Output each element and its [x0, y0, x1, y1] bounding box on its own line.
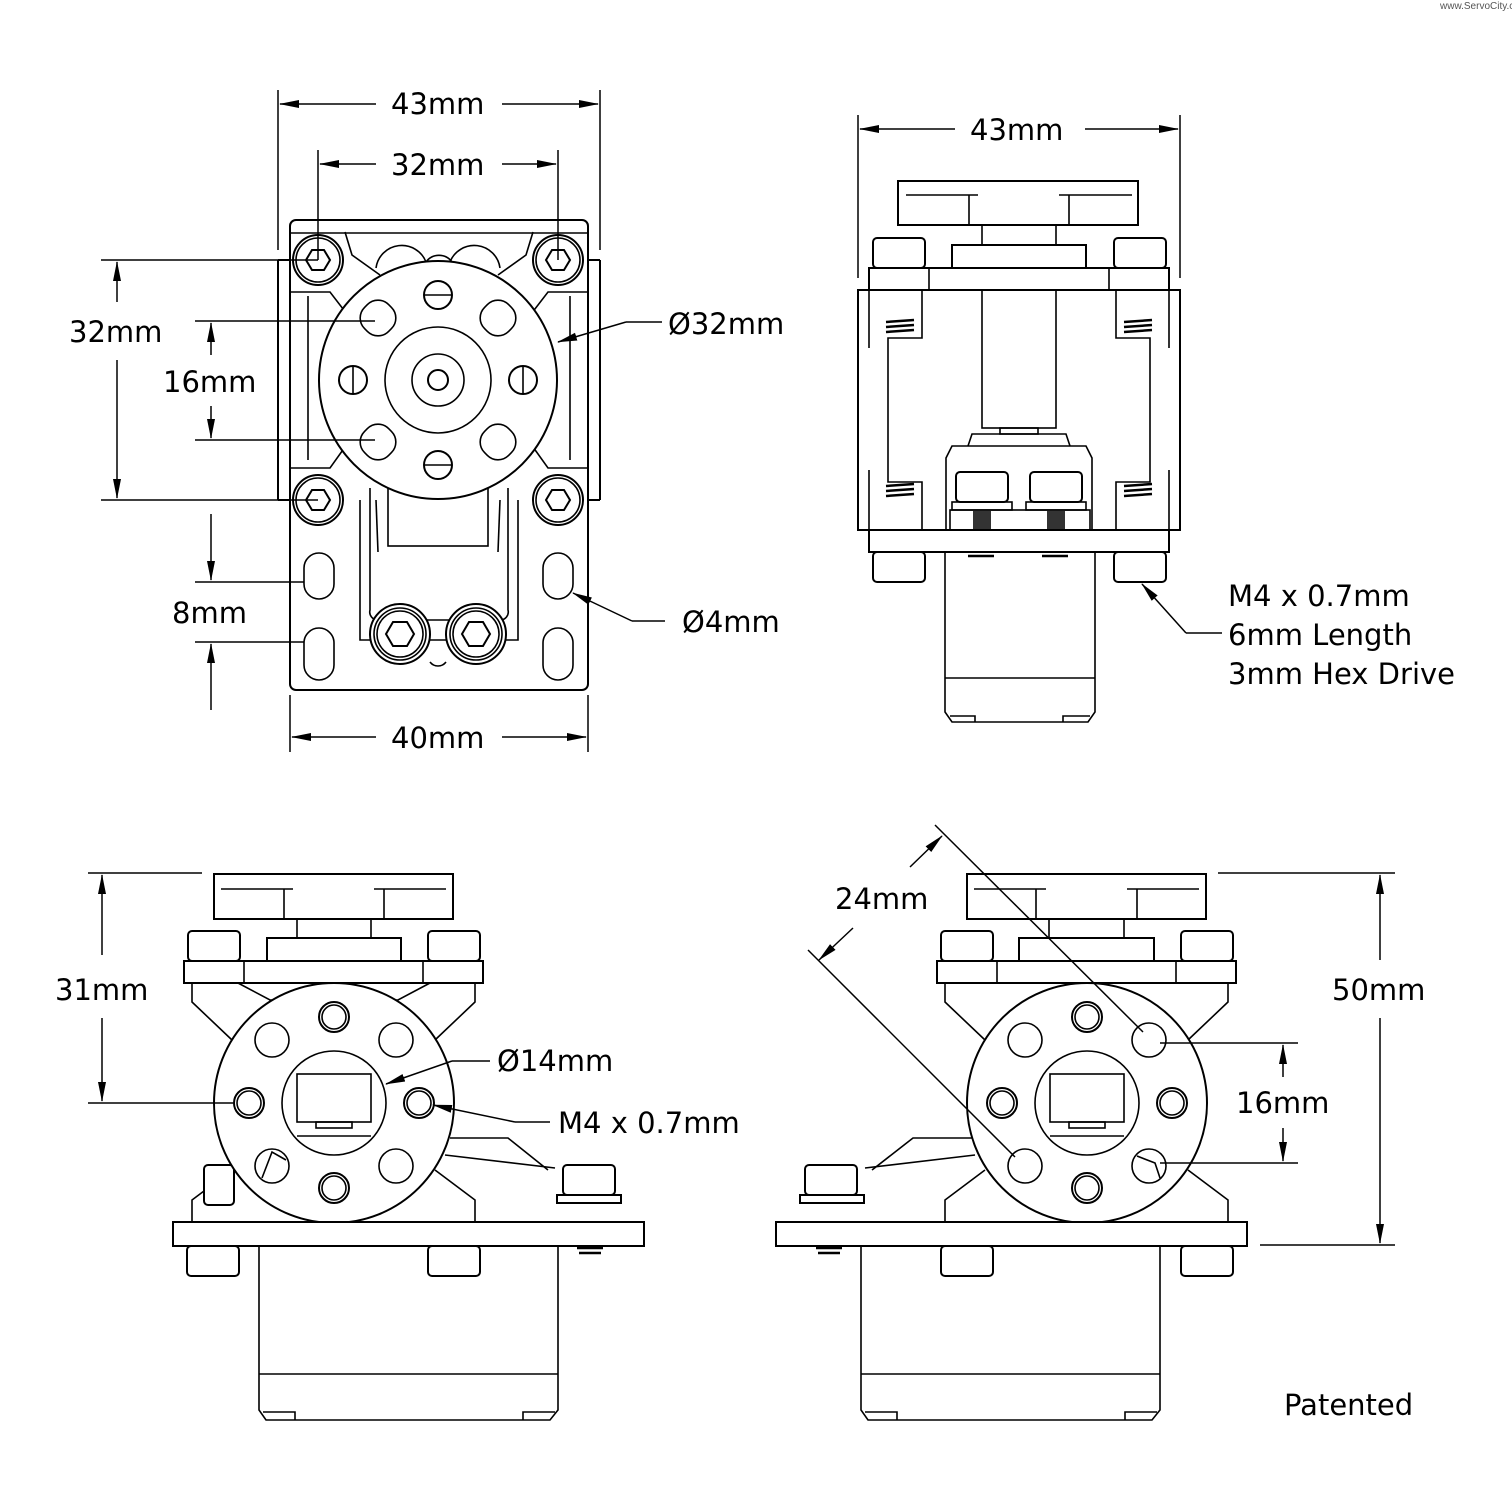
dim-slot-diameter: Ø4mm — [682, 605, 780, 639]
dim-side-overall-width: 43mm — [970, 113, 1063, 147]
slot — [542, 627, 574, 681]
callout-line-1: M4 x 0.7mm — [1228, 579, 1410, 613]
slot — [303, 552, 335, 600]
dim-top-slot-spacing: 8mm — [172, 596, 247, 630]
dim-thread-spec: M4 x 0.7mm — [558, 1106, 740, 1140]
dim-top-hub-spacing: 16mm — [163, 365, 256, 399]
dim-overall-height: 50mm — [1332, 973, 1425, 1007]
front-view-right — [775, 873, 1248, 1421]
patented-note: Patented — [1284, 1388, 1413, 1422]
dim-top-bolt-width: 32mm — [391, 148, 484, 182]
dim-top-plate-width: 40mm — [391, 721, 484, 755]
servo-screw-right — [445, 603, 507, 665]
dim-diagonal-spacing: 24mm — [835, 882, 928, 916]
side-view-dimensions: 43mm M4 x 0.7mm 6mm Length 3mm Hex Drive — [857, 113, 1455, 691]
watermark-text: www.ServoCity.com — [1439, 1, 1512, 12]
dim-top-bolt-height: 32mm — [69, 315, 162, 349]
front-right-dimensions: 24mm 50mm 16mm — [807, 824, 1425, 1246]
servo-screw-left — [369, 603, 431, 665]
thread-marks — [885, 318, 1153, 498]
side-view — [857, 180, 1181, 723]
bracket-outline — [289, 219, 589, 691]
front-left-dimensions: 31mm Ø14mm M4 x 0.7mm — [55, 872, 740, 1140]
dim-hole-spacing: 16mm — [1236, 1086, 1329, 1120]
top-view-dimensions: 43mm 32mm 32mm 16mm 8mm 40mm Ø32mm — [69, 87, 784, 755]
hub-32mm — [318, 260, 558, 500]
dim-bore-diameter: Ø14mm — [497, 1044, 613, 1078]
slot — [542, 552, 574, 600]
screw-bottom-right — [532, 474, 584, 526]
dim-hub-diameter: Ø32mm — [668, 307, 784, 341]
slot — [303, 627, 335, 681]
dim-front-height-center: 31mm — [55, 973, 148, 1007]
dim-top-overall-width: 43mm — [391, 87, 484, 121]
callout-line-3: 3mm Hex Drive — [1228, 657, 1455, 691]
front-view-left — [172, 873, 645, 1421]
top-view — [277, 219, 601, 691]
callout-line-2: 6mm Length — [1228, 618, 1412, 652]
